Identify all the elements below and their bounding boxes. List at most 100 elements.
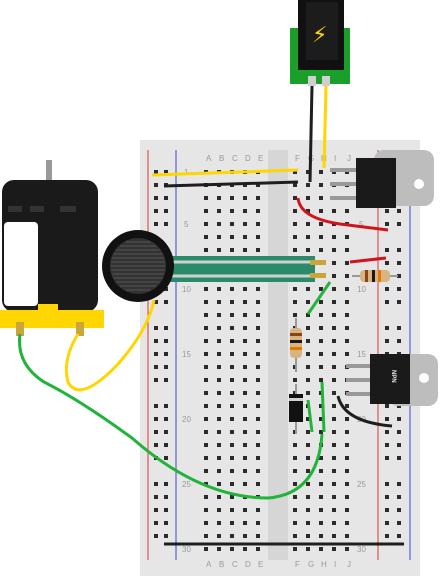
rail-hole — [154, 339, 158, 343]
breadboard-hole — [217, 300, 221, 304]
col-letter-d-top: D — [245, 154, 251, 163]
breadboard-hole — [345, 313, 349, 317]
resistor-right — [352, 270, 398, 282]
breadboard-hole — [204, 391, 208, 395]
breadboard-hole — [256, 391, 260, 395]
breadboard-hole — [256, 469, 260, 473]
rail-hole — [154, 352, 158, 356]
motor-terminal-right — [76, 322, 84, 336]
breadboard-hole — [217, 417, 221, 421]
breadboard-hole — [243, 365, 247, 369]
col-letter-d-bottom: D — [245, 560, 251, 569]
rail-hole — [154, 495, 158, 499]
breadboard-hole — [230, 430, 234, 434]
breadboard-hole — [345, 430, 349, 434]
rail-hole — [164, 352, 168, 356]
breadboard-hole — [319, 495, 323, 499]
breadboard-hole — [293, 495, 297, 499]
rail-hole — [154, 365, 158, 369]
breadboard-hole — [332, 430, 336, 434]
breadboard-hole — [293, 248, 297, 252]
breadboard-hole — [345, 534, 349, 538]
breadboard-hole — [243, 443, 247, 447]
breadboard-hole — [243, 313, 247, 317]
resistor-vertical — [290, 318, 302, 372]
breadboard-hole — [319, 313, 323, 317]
breadboard-hole — [332, 209, 336, 213]
row-number-30-left: 30 — [182, 545, 191, 554]
breadboard-hole — [332, 378, 336, 382]
breadboard-hole — [293, 508, 297, 512]
resistor-vertical-band-1 — [290, 333, 302, 336]
breadboard-hole — [256, 222, 260, 226]
breadboard-hole — [204, 209, 208, 213]
breadboard-hole — [256, 313, 260, 317]
breadboard-hole — [332, 495, 336, 499]
breadboard-hole — [345, 209, 349, 213]
force-sensor-pin-1 — [310, 260, 326, 265]
col-letter-c-bottom: C — [232, 560, 238, 569]
force-sensor-strip — [165, 256, 315, 282]
col-letter-h-bottom: H — [321, 560, 327, 569]
breadboard-hole — [319, 417, 323, 421]
breadboard-hole — [230, 469, 234, 473]
breadboard-hole — [243, 391, 247, 395]
rail-hole — [385, 404, 389, 408]
breadboard-hole — [345, 326, 349, 330]
breadboard-hole — [217, 443, 221, 447]
row-number-20-left: 20 — [182, 415, 191, 424]
breadboard-hole — [230, 443, 234, 447]
breadboard-hole — [230, 378, 234, 382]
wire-green-short-1 — [306, 281, 332, 315]
rail-hole — [397, 495, 401, 499]
row-number-10-left: 10 — [182, 285, 191, 294]
rail-hole — [164, 326, 168, 330]
breadboard-hole — [217, 235, 221, 239]
rail-hole — [385, 287, 389, 291]
col-letter-a-bottom: A — [206, 560, 212, 569]
breadboard-hole — [243, 339, 247, 343]
col-letter-e-bottom: E — [258, 560, 263, 569]
breadboard-hole — [243, 508, 247, 512]
resistor-vertical-band-2 — [290, 340, 302, 343]
rail-hole — [385, 300, 389, 304]
breadboard-hole — [256, 404, 260, 408]
breadboard-hole — [293, 183, 297, 187]
motor-slot-3 — [60, 206, 76, 212]
row-number-15-right: 15 — [357, 350, 366, 359]
breadboard-hole — [230, 417, 234, 421]
breadboard-hole — [256, 300, 260, 304]
breadboard-hole — [243, 547, 247, 551]
rail-hole — [164, 482, 168, 486]
resistor-right-band-1 — [365, 270, 368, 282]
transistor-npn-label: NPN — [390, 370, 396, 383]
breadboard-hole — [256, 430, 260, 434]
breadboard-hole — [306, 352, 310, 356]
breadboard-hole — [217, 196, 221, 200]
rail-hole — [164, 209, 168, 213]
rail-hole — [397, 430, 401, 434]
breadboard-hole — [293, 222, 297, 226]
breadboard-hole — [217, 391, 221, 395]
motor-slot-2 — [30, 206, 44, 212]
rail-hole — [397, 482, 401, 486]
breadboard-hole — [217, 326, 221, 330]
breadboard-hole — [243, 404, 247, 408]
breadboard-hole — [319, 508, 323, 512]
breadboard-hole — [230, 456, 234, 460]
rail-hole — [397, 417, 401, 421]
rail-hole — [164, 287, 168, 291]
center-channel — [268, 150, 288, 560]
breadboard-hole — [230, 534, 234, 538]
rail-hole — [154, 170, 158, 174]
breadboard-hole — [319, 183, 323, 187]
breadboard-hole — [230, 222, 234, 226]
breadboard-hole — [230, 521, 234, 525]
breadboard-hole — [204, 235, 208, 239]
breadboard-hole — [306, 365, 310, 369]
breadboard-hole — [256, 482, 260, 486]
breadboard-hole — [345, 508, 349, 512]
breadboard-hole — [217, 547, 221, 551]
rail-hole — [385, 209, 389, 213]
